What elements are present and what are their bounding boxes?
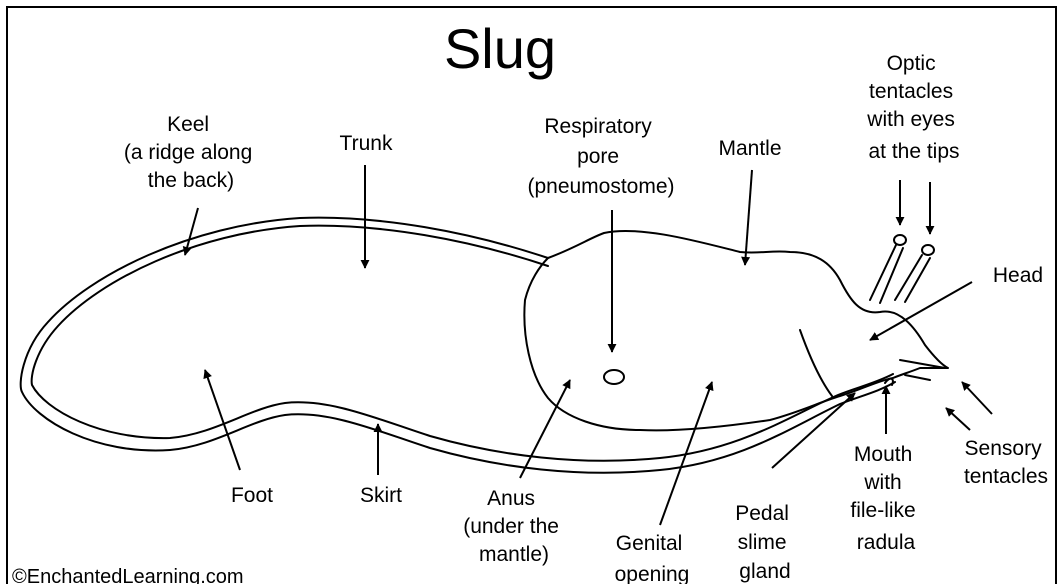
label-head: Head <box>993 264 1043 287</box>
copyright-notice: ©EnchantedLearning.com <box>12 566 244 584</box>
arrow-sensory-2 <box>946 408 970 430</box>
label-keel: Keel (a ridge along the back) <box>124 113 258 192</box>
eye-left <box>894 235 906 245</box>
optic-tentacle-right-b <box>905 258 930 302</box>
body-outline-outer <box>21 218 895 473</box>
label-foot: Foot <box>231 484 273 507</box>
arrow-sensory-1 <box>962 382 992 414</box>
label-optic-tentacles: Optic tentacles with eyes at the tips <box>866 52 960 163</box>
label-trunk: Trunk <box>340 132 393 155</box>
label-skirt: Skirt <box>360 484 402 507</box>
arrow-mantle <box>745 170 752 265</box>
eye-right <box>922 245 934 255</box>
label-mouth: Mouth with file-like radula <box>850 443 921 554</box>
label-sensory-tentacles: Sensory tentacles <box>964 437 1048 488</box>
body-outline-inner <box>32 226 893 461</box>
label-genital-opening: Genital opening <box>615 532 690 584</box>
arrow-genital-opening <box>660 382 712 525</box>
mantle-edge-line <box>800 330 832 396</box>
arrow-pedal-slime-gland <box>772 393 855 468</box>
respiratory-pore <box>604 370 624 384</box>
label-anus: Anus (under the mantle) <box>463 487 565 566</box>
label-mantle: Mantle <box>718 137 781 160</box>
label-pedal-slime-gland: Pedal slime gland <box>735 502 795 583</box>
page-title: Slug <box>444 17 556 80</box>
label-respiratory-pore: Respiratory pore (pneumostome) <box>527 115 674 198</box>
sensory-tentacle-2 <box>905 375 930 380</box>
